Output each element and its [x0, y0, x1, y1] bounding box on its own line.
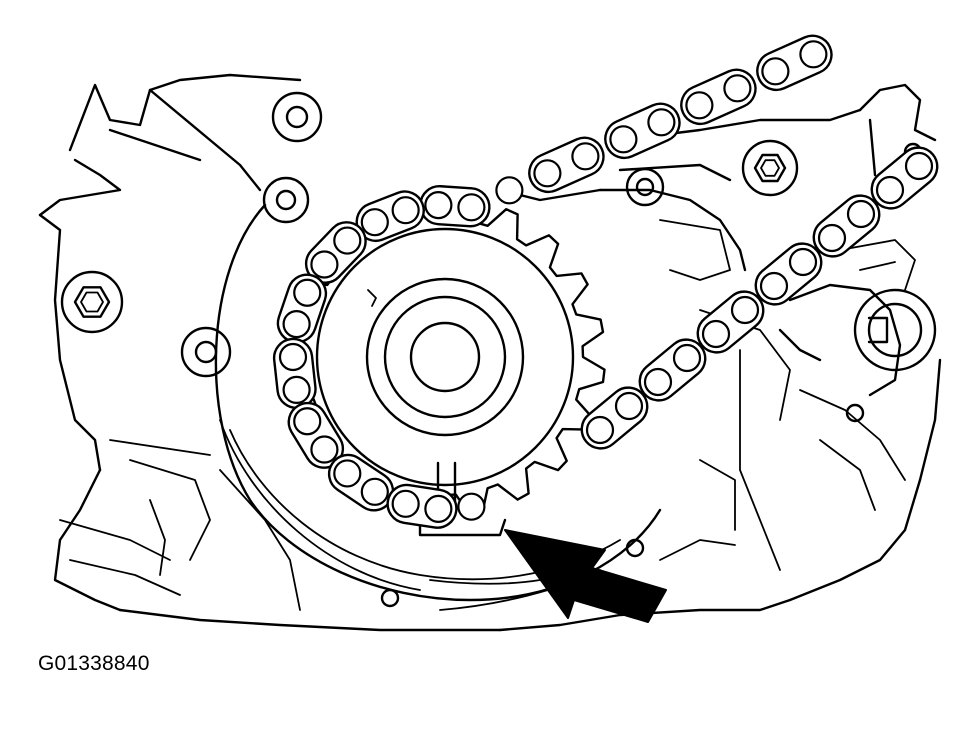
timing-mark-arrow [504, 529, 667, 623]
chain-roller [495, 176, 524, 205]
chain-roller [310, 250, 339, 279]
chain-roller [457, 193, 486, 222]
chain-roller [585, 415, 615, 445]
chain-roller [533, 159, 562, 188]
chain-roller [293, 278, 322, 307]
chain-roller [278, 342, 308, 372]
chain-roller [360, 477, 389, 506]
chain-roller [282, 310, 311, 339]
chain-roller [904, 151, 934, 181]
chain-roller [799, 40, 828, 69]
chain-roller [391, 196, 420, 225]
chain-roller [424, 191, 453, 220]
chain-roller [817, 223, 847, 253]
chain-roller [788, 247, 818, 277]
chain-roller [293, 407, 322, 436]
chain-roller [424, 494, 453, 523]
chain-roller [723, 74, 752, 103]
chain-roller [614, 391, 644, 421]
engine-block-outline [38, 73, 942, 632]
left-bolt [60, 270, 124, 334]
chain-roller [672, 343, 702, 373]
chain-roller [360, 208, 389, 237]
timing-chain [272, 34, 939, 529]
chain-roller [333, 226, 362, 255]
chain-roller [282, 375, 311, 404]
chain-roller [643, 367, 673, 397]
chain-roller [457, 492, 486, 521]
chain-roller [609, 125, 638, 154]
chain-roller [647, 108, 676, 137]
chain-roller [759, 271, 789, 301]
chain-roller [571, 142, 600, 171]
right-upper-bolt [741, 139, 799, 197]
chain-roller [333, 459, 362, 488]
chain-roller [685, 91, 714, 120]
right-shaft-end [853, 288, 937, 372]
chain-roller [730, 295, 760, 325]
chain-roller [701, 319, 731, 349]
mounting-holes [180, 91, 923, 608]
chain-roller [875, 175, 905, 205]
chain-roller [391, 489, 420, 518]
chain-roller [310, 435, 339, 464]
chain-roller [846, 199, 876, 229]
chain-roller [761, 57, 790, 86]
figure-code-label: G01338840 [38, 652, 150, 675]
